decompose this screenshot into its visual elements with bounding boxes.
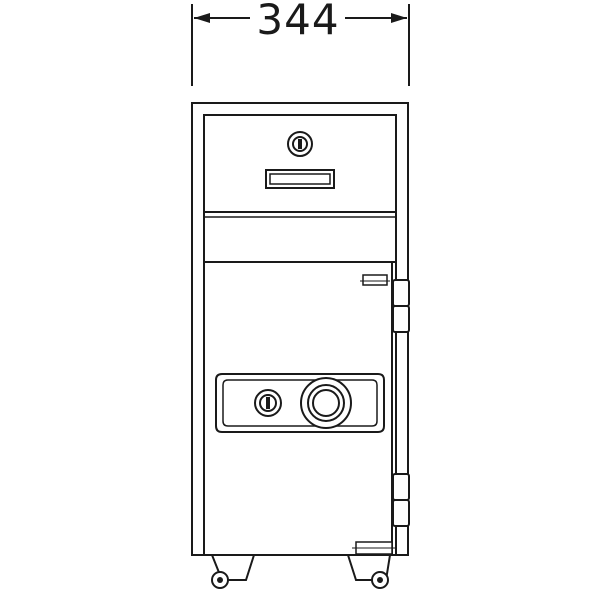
dimension-label: 344: [256, 0, 339, 44]
door-keyhole-icon: [266, 397, 270, 409]
hinge-upper-top: [392, 279, 410, 307]
width-dimension: [191, 4, 410, 86]
hinge-lower-bottom: [392, 499, 410, 527]
caster-left-axle-icon: [217, 577, 223, 583]
arrowhead-left-icon: [194, 13, 210, 23]
drawer-slot: [269, 173, 331, 185]
dial-inner-icon: [312, 389, 340, 417]
door-label-plate: [362, 274, 388, 286]
drawer-keyhole-icon: [298, 139, 302, 149]
control-panel-inner: [222, 379, 378, 427]
arrowhead-right-icon: [391, 13, 407, 23]
main-door: [203, 261, 393, 556]
drawer-handle: [265, 169, 335, 189]
casters: [210, 554, 392, 589]
hinge-upper-bottom: [392, 305, 410, 333]
caster-right-axle-icon: [377, 577, 383, 583]
safe-body: [191, 102, 410, 556]
hinge-lower-top: [392, 473, 410, 501]
